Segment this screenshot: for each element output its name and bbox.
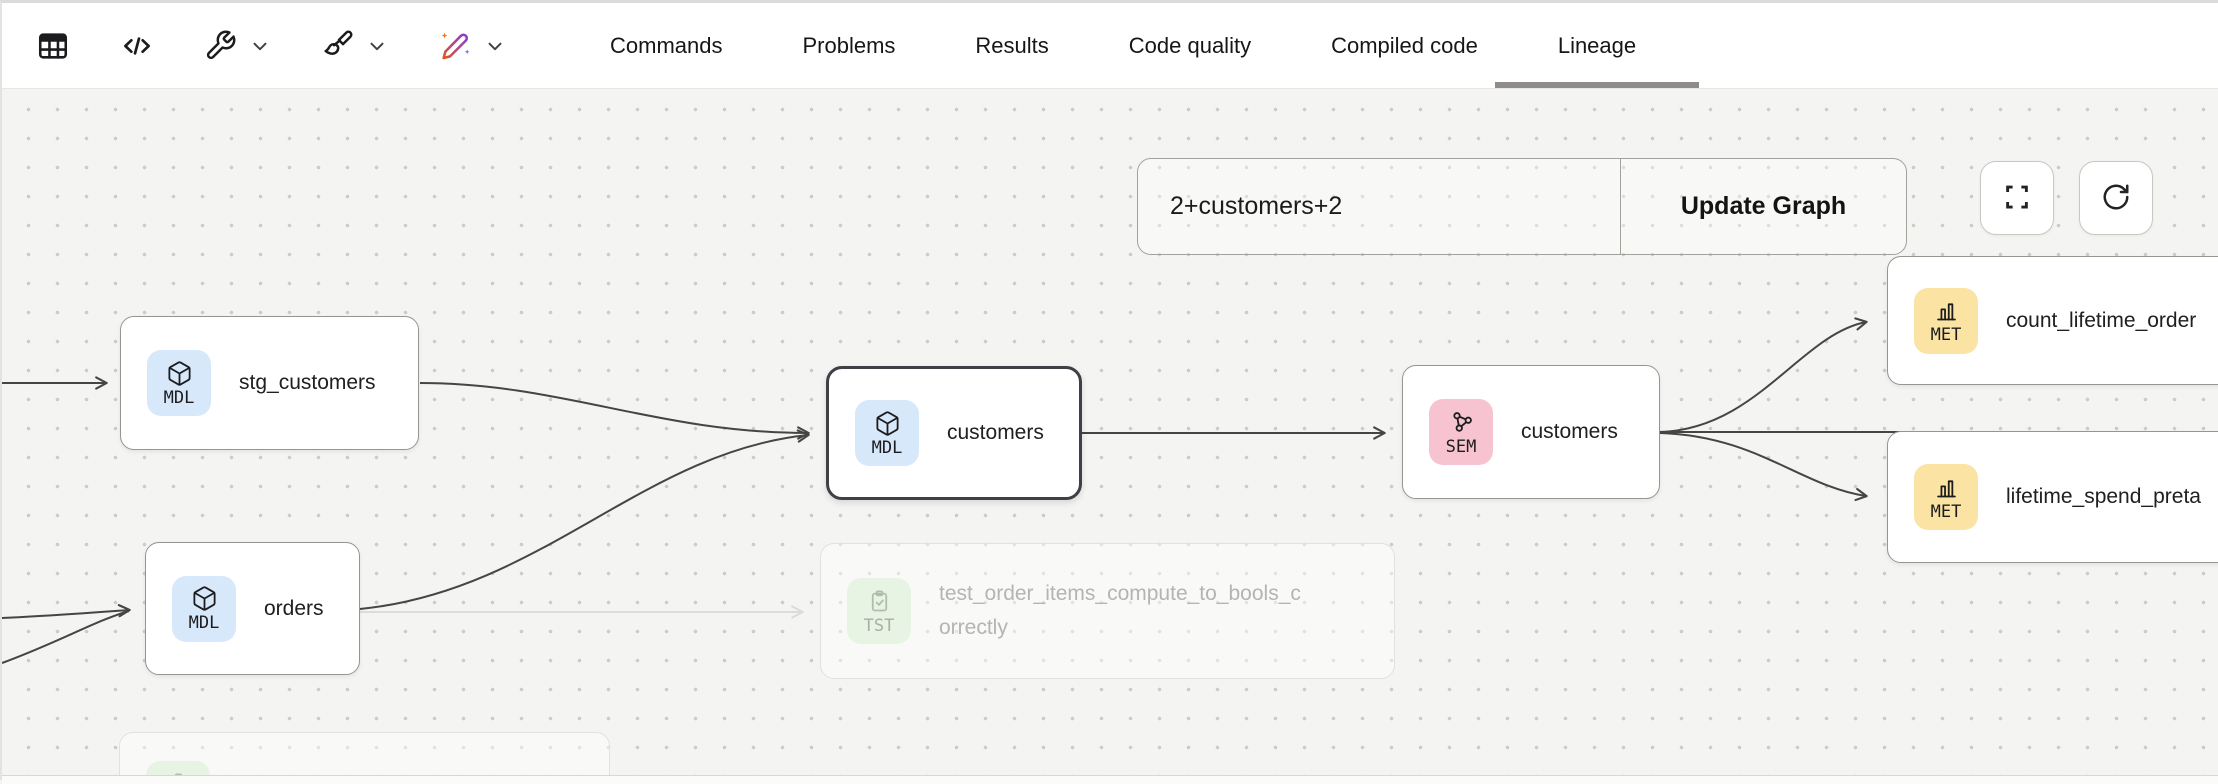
node-lifetime-spend-pretax[interactable]: MET lifetime_spend_preta [1887, 431, 2218, 563]
model-badge: MDL [147, 350, 211, 416]
bar-chart-icon [1933, 474, 1960, 501]
badge-type-label: TST [863, 615, 895, 636]
model-selector-input[interactable] [1138, 159, 1620, 254]
clipboard-check-icon [165, 771, 192, 775]
badge-type-label: MDL [188, 613, 220, 633]
fullscreen-icon [2002, 182, 2032, 215]
node-label: lifetime_spend_preta [2006, 485, 2201, 508]
magic-dropdown-button[interactable] [484, 35, 506, 57]
broom-icon [321, 29, 354, 62]
chevron-down-icon [249, 35, 271, 57]
broom-button[interactable] [321, 29, 354, 62]
wrench-icon [204, 29, 237, 62]
badge-type-label: MET [1930, 501, 1962, 522]
node-label: test_order_items_compute_to_bools_correc… [939, 582, 1301, 639]
badge-type-label: MDL [163, 387, 195, 408]
clipboard-check-icon [866, 588, 893, 615]
edge-orders-to-customers [359, 429, 810, 610]
metric-badge: MET [1914, 287, 1978, 354]
tab-commands[interactable]: Commands [610, 32, 723, 58]
node-label: customers [1521, 420, 1618, 443]
node-test-order-items[interactable]: TST test_order_items_compute_to_bools_co… [820, 543, 1395, 679]
broom-dropdown-button[interactable] [366, 35, 388, 57]
test-badge: TST [847, 578, 911, 644]
code-icon [120, 29, 154, 63]
magic-split-button [438, 29, 506, 63]
edge-semantic-to-count-lifetime [1659, 317, 1868, 433]
cube-icon [191, 585, 218, 612]
code-button[interactable] [120, 29, 154, 63]
broom-split-button [321, 29, 388, 62]
node-count-lifetime-orders[interactable]: MET count_lifetime_order [1887, 256, 2218, 385]
node-orders[interactable]: MDL orders [145, 542, 360, 675]
node-label: stg_customers [239, 371, 376, 394]
model-badge: MDL [172, 575, 236, 642]
wrench-split-button [204, 29, 271, 62]
node-partial-bottom-test[interactable]: TST [119, 732, 610, 775]
test-badge: TST [146, 761, 210, 775]
network-icon [1448, 409, 1475, 436]
badge-type-label: MDL [871, 437, 903, 458]
table-button[interactable] [36, 29, 70, 63]
chevron-down-icon [484, 35, 506, 57]
tab-problems[interactable]: Problems [802, 32, 896, 58]
edge-stg-customers-to-customers [419, 382, 810, 440]
magic-pencil-button[interactable] [438, 29, 472, 63]
wrench-dropdown-button[interactable] [249, 35, 271, 57]
edge-semantic-to-lifetime-spend [1659, 432, 1868, 502]
node-customers-semantic[interactable]: SEM customers [1402, 365, 1660, 499]
wrench-button[interactable] [204, 29, 237, 62]
magic-pencil-icon [438, 29, 472, 63]
node-label: orders [264, 596, 324, 620]
refresh-icon [2101, 182, 2131, 215]
cube-icon [874, 410, 901, 437]
semantic-badge: SEM [1429, 399, 1493, 465]
model-badge: MDL [855, 400, 919, 466]
table-icon [36, 29, 70, 63]
lineage-canvas[interactable]: MDL stg_customers MDL orders [2, 92, 2218, 775]
metric-badge: MET [1914, 464, 1978, 530]
node-label: customers [947, 421, 1044, 444]
tab-lineage[interactable]: Lineage [1558, 3, 1636, 88]
tab-code-quality[interactable]: Code quality [1128, 32, 1252, 58]
badge-type-label: MET [1930, 325, 1962, 345]
editor-toolbar [2, 29, 506, 63]
chevron-down-icon [366, 35, 388, 57]
graph-controls: Update Graph [1137, 158, 1907, 255]
node-customers-model[interactable]: MDL customers [826, 366, 1082, 500]
badge-type-label: SEM [1445, 436, 1477, 457]
top-bar: Commands Problems Results Code quality C… [2, 3, 2218, 89]
update-graph-button[interactable]: Update Graph [1620, 159, 1906, 254]
tab-results[interactable]: Results [975, 32, 1049, 58]
bar-chart-icon [1933, 297, 1960, 324]
node-label: count_lifetime_order [2006, 308, 2197, 332]
fullscreen-button[interactable] [1980, 161, 2054, 235]
tab-compiled-code[interactable]: Compiled code [1331, 32, 1478, 58]
refresh-button[interactable] [2079, 161, 2153, 235]
edge-into-orders-curve [2, 610, 130, 664]
cube-icon [166, 360, 193, 387]
edge-into-orders-straight [2, 604, 131, 619]
node-stg-customers[interactable]: MDL stg_customers [120, 316, 419, 450]
panel-tabs: Commands Problems Results Code quality C… [610, 3, 1636, 88]
